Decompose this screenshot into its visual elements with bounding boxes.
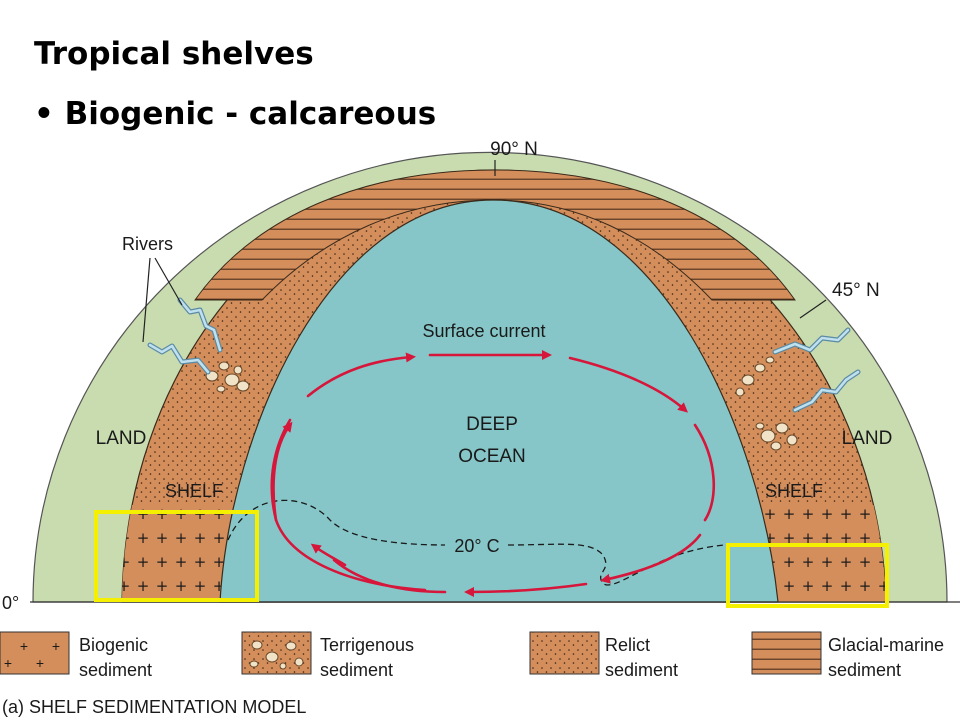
shelf-right-label: SHELF	[765, 481, 823, 501]
surface-current-label: Surface current	[422, 321, 545, 341]
land-left-label: LAND	[96, 428, 147, 449]
legend-label-biogenic-line1: Biogenic	[79, 635, 148, 655]
equator-label: 0°	[2, 593, 19, 613]
legend-swatch-relict	[529, 631, 600, 675]
legend-item-biogenic: + + + + Biogenic sediment	[0, 631, 152, 680]
deep-ocean-region	[219, 199, 779, 603]
mid-latitude-callout	[799, 299, 827, 319]
legend-label-relict-line2: sediment	[605, 660, 678, 680]
deep-ocean-label-line1: DEEP	[466, 414, 518, 435]
svg-text:+: +	[52, 638, 60, 654]
legend-item-glacial-marine: Glacial-marine sediment	[751, 631, 944, 680]
deep-ocean-label-line2: OCEAN	[458, 446, 526, 467]
north-pole-label: 90° N	[490, 139, 538, 160]
legend-swatch-glacial-marine	[751, 631, 822, 675]
highlight-box-left	[94, 510, 259, 602]
slide-title: Tropical shelves	[34, 36, 314, 72]
isotherm-label: 20° C	[454, 536, 499, 556]
slide-bullet: • Biogenic - calcareous	[34, 96, 437, 132]
legend-label-terrigenous-line2: sediment	[320, 660, 393, 680]
svg-text:+: +	[20, 638, 28, 654]
highlight-box-right	[726, 543, 889, 608]
rivers-label: Rivers	[122, 234, 173, 254]
legend-label-relict-line1: Relict	[605, 635, 650, 655]
legend-swatch-biogenic	[0, 631, 70, 675]
svg-text:+: +	[4, 655, 12, 671]
glacial-marine-cap	[194, 169, 796, 301]
legend-label-glacial-marine-line2: sediment	[828, 660, 901, 680]
surface-current-loop	[270, 350, 716, 597]
legend-label-glacial-marine-line1: Glacial-marine	[828, 635, 944, 655]
rivers-callout	[142, 257, 183, 343]
shelf-left-label: SHELF	[165, 481, 223, 501]
legend-swatch-terrigenous	[241, 631, 312, 675]
land-right-label: LAND	[842, 428, 893, 449]
figure-caption: (a) SHELF SEDIMENTATION MODEL	[2, 697, 306, 717]
rivers	[147, 297, 861, 413]
legend-item-relict: Relict sediment	[529, 631, 678, 680]
mid-latitude-label: 45° N	[832, 280, 880, 301]
biogenic-sediment-left	[122, 505, 886, 602]
legend-item-terrigenous: Terrigenous sediment	[241, 631, 414, 680]
legend: + + + + Biogenic sediment Terrigenous sedi…	[0, 631, 944, 680]
legend-label-terrigenous-line1: Terrigenous	[320, 635, 414, 655]
isotherm-line	[227, 499, 753, 586]
legend-label-biogenic-line2: sediment	[79, 660, 152, 680]
svg-text:+: +	[36, 655, 44, 671]
